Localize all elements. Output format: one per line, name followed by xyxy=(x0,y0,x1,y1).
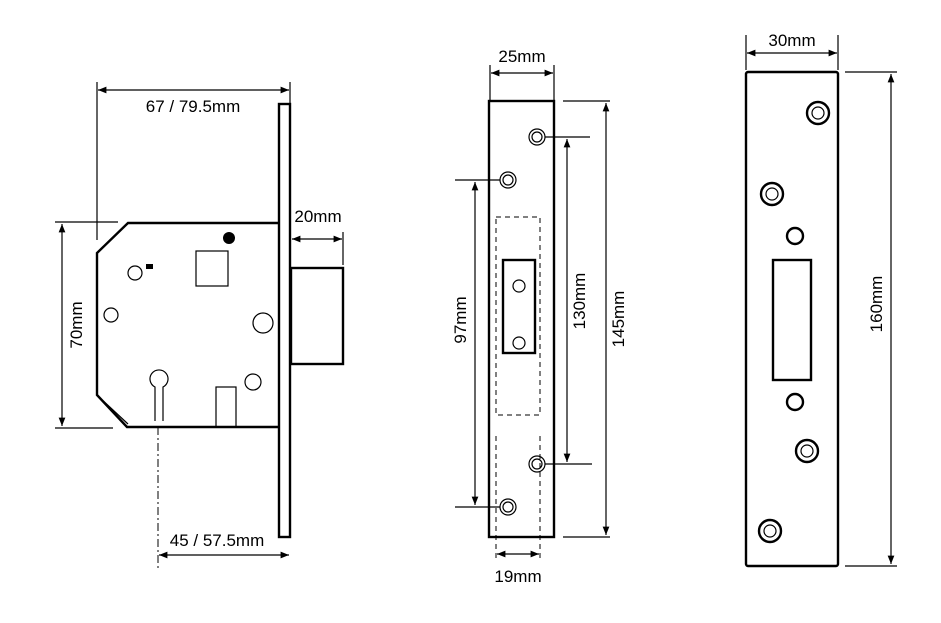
keyhole xyxy=(149,369,169,421)
backset-label: 45 / 57.5mm xyxy=(170,531,265,550)
screw-hole xyxy=(785,392,805,412)
forend-width-label: 25mm xyxy=(498,47,545,66)
bolt-aperture xyxy=(501,258,537,355)
bolt-pocket-outline xyxy=(495,216,541,416)
countersunk-holes xyxy=(757,100,831,544)
pocket-width-label: 19mm xyxy=(494,567,541,586)
strike-width-label: 30mm xyxy=(768,31,815,50)
follower-square xyxy=(195,250,229,287)
case-width-label: 67 / 79.5mm xyxy=(146,97,241,116)
strike-length-label: 160mm xyxy=(867,276,886,333)
fixing-hole xyxy=(252,312,274,334)
strike-plate xyxy=(744,70,840,568)
marker-square xyxy=(146,264,153,269)
screw-hole xyxy=(512,279,526,293)
lock-body-view: 67 / 79.5mm 20mm 70mm 45 / 57.5mm xyxy=(55,82,345,568)
strike-plate-view: 30mm 160mm xyxy=(744,31,897,568)
outer-holes-label: 130mm xyxy=(570,273,589,330)
fixing-hole xyxy=(244,373,262,391)
forend-length-label: 145mm xyxy=(609,291,628,348)
inner-holes-label: 97mm xyxy=(451,296,470,343)
latch-slot xyxy=(215,386,237,428)
fixing-hole xyxy=(127,265,143,281)
screw-hole xyxy=(512,336,526,350)
forend-plate xyxy=(487,99,556,539)
countersunk-holes xyxy=(499,128,546,516)
spindle-dot xyxy=(223,232,235,244)
deadbolt xyxy=(289,266,345,366)
lock-case xyxy=(95,221,279,429)
screw-hole xyxy=(785,226,805,246)
fixing-hole xyxy=(103,307,119,323)
bolt-throw-label: 20mm xyxy=(294,207,341,226)
height-label: 70mm xyxy=(67,301,86,348)
forend-view: 25mm 145mm 130mm 97mm 19mm xyxy=(451,47,628,586)
forend-side xyxy=(277,102,292,539)
case-edge xyxy=(98,396,129,425)
bolt-opening xyxy=(771,258,813,382)
